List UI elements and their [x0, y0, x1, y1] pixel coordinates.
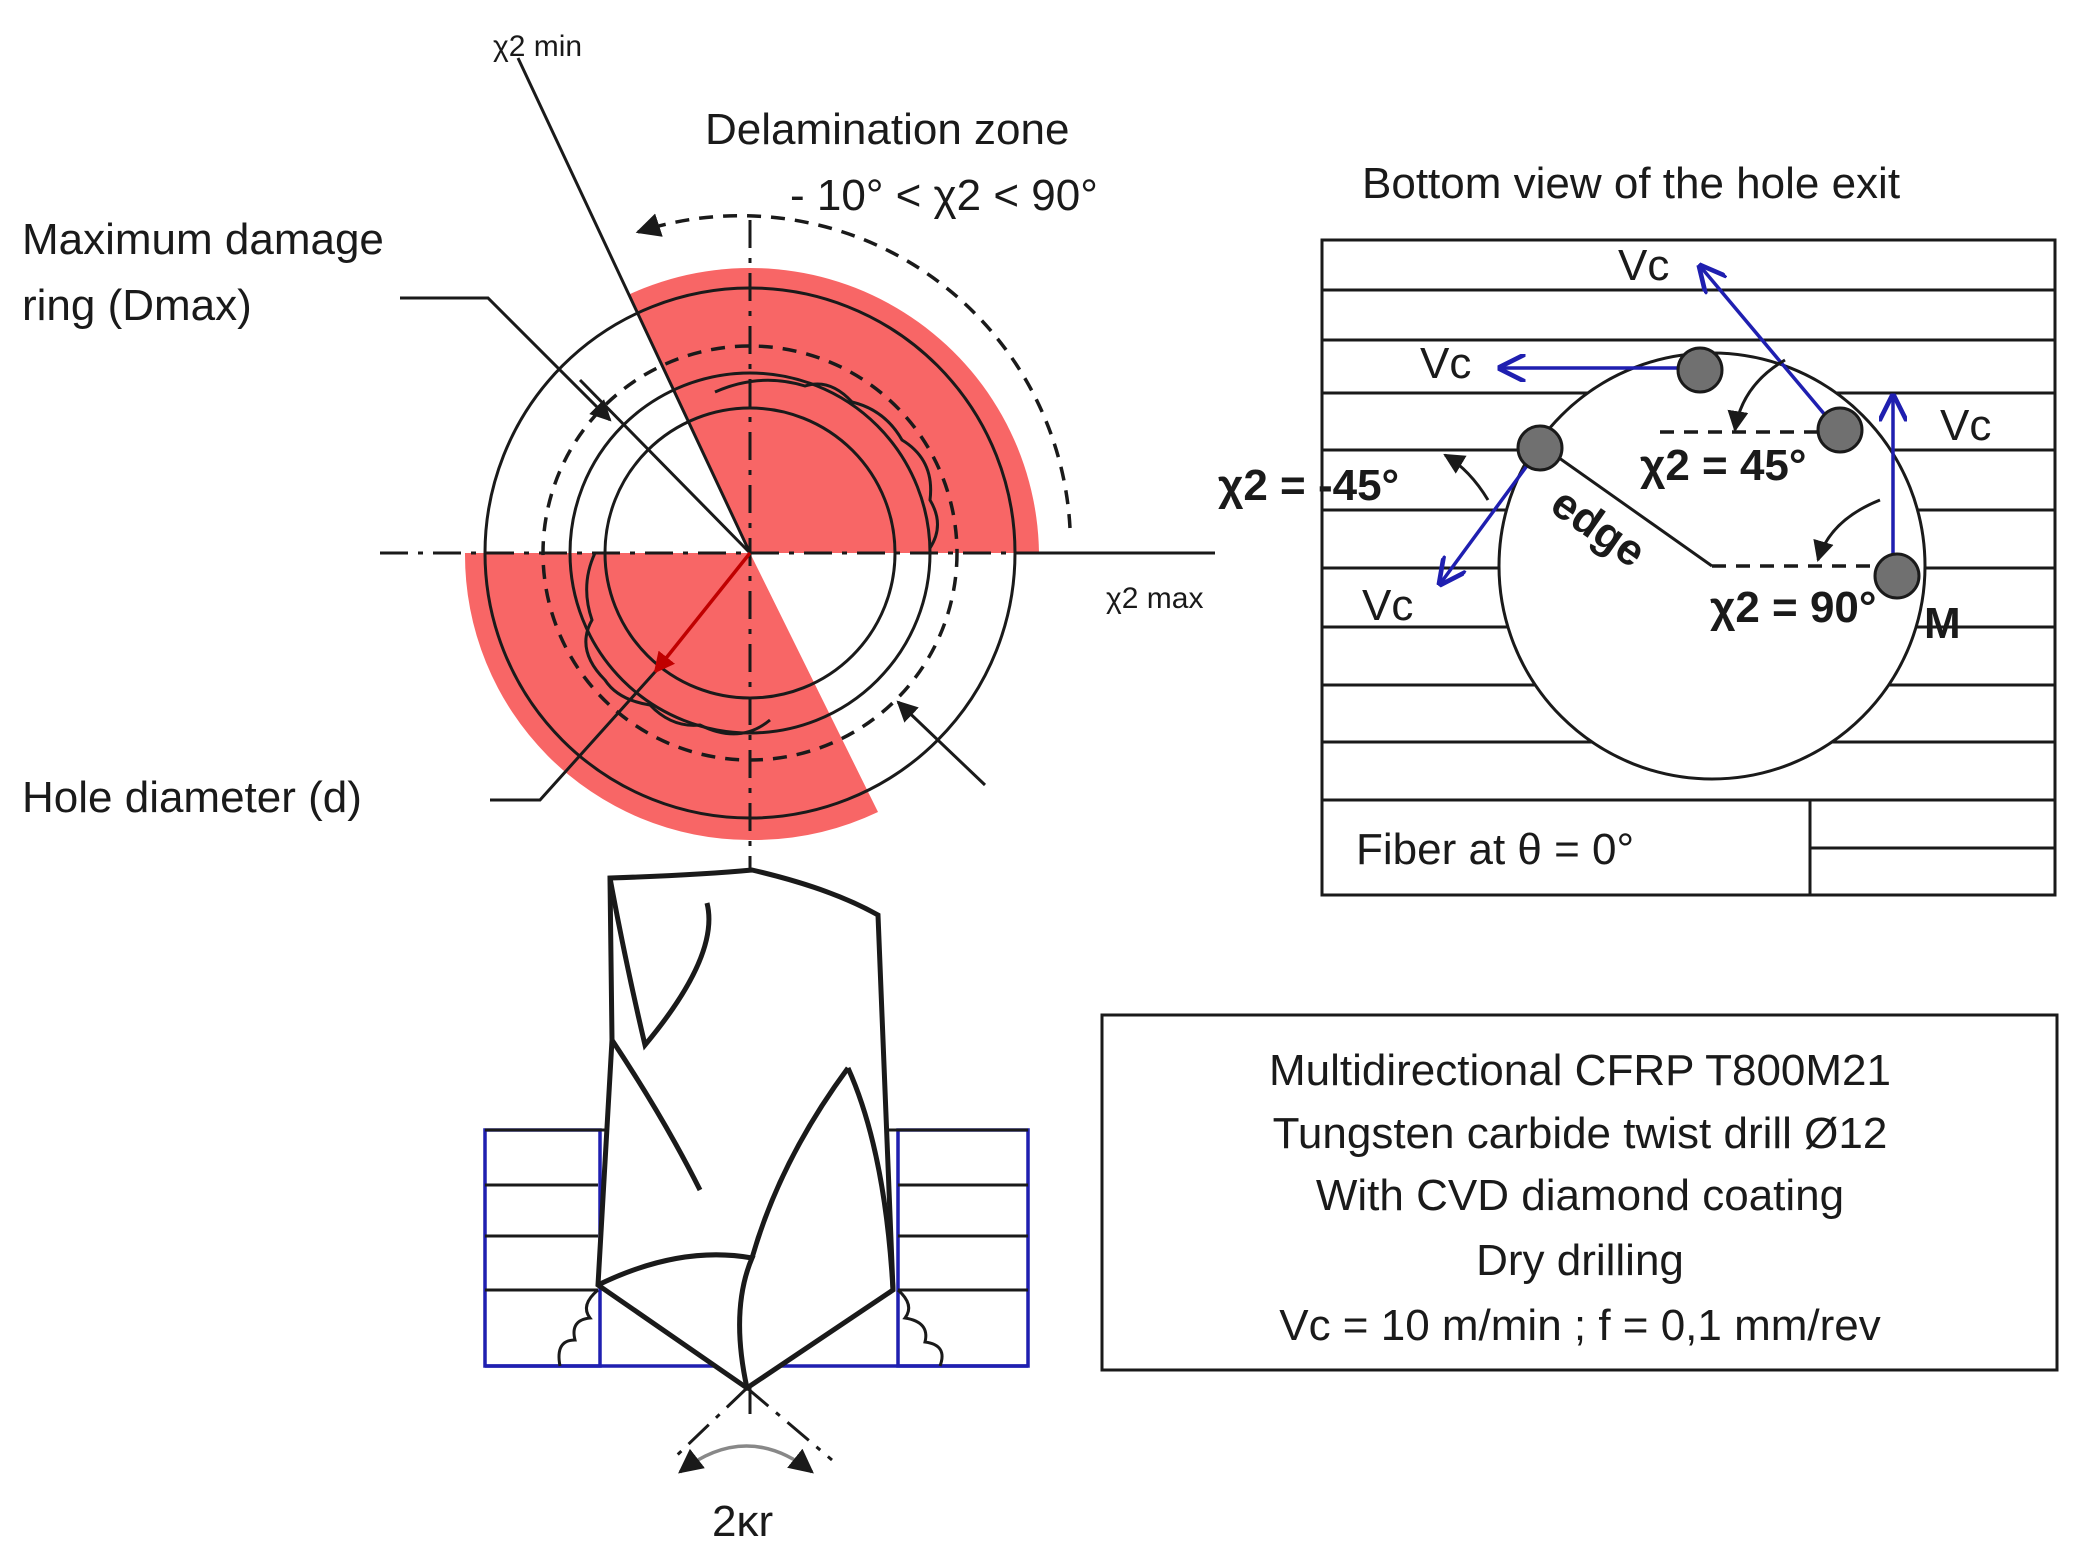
bottom-view-title: Bottom view of the hole exit	[1362, 159, 1900, 208]
info-line-5: Vc = 10 m/min ; f = 0,1 mm/rev	[1279, 1301, 1881, 1350]
cutting-point-top	[1676, 346, 1724, 394]
edge-radius	[1544, 446, 1713, 568]
cutting-point-m	[1873, 552, 1921, 600]
chip-right	[896, 1288, 944, 1367]
fiber-label: Fiber at θ = 0°	[1356, 825, 1634, 874]
vc-vector-top	[1700, 266, 1838, 430]
info-line-1: Multidirectional CFRP T800M21	[1269, 1046, 1891, 1095]
point-angle-line-left	[670, 1386, 749, 1462]
bottom-view: Bottom view of the hole exit Fiber at θ …	[1218, 159, 2057, 897]
chi2-neg45-label: χ2 = -45°	[1218, 461, 1399, 510]
vc-label-left: Vc	[1362, 581, 1413, 630]
fiber-label-box	[1320, 798, 1812, 897]
ply-lines	[485, 1183, 1028, 1292]
cutting-point-neg45	[1516, 424, 1564, 472]
drill-section: 2κr	[483, 867, 1030, 1546]
delamination-arc-arrow	[635, 213, 1072, 529]
drill-flute-4	[845, 1066, 896, 1291]
info-box-frame	[1100, 1013, 2059, 1372]
info-line-2: Tungsten carbide twist drill Ø12	[1273, 1109, 1888, 1158]
point-angle-label: 2κr	[712, 1497, 773, 1546]
damage-sector-upper	[628, 267, 1039, 553]
drill-flute-1	[607, 877, 712, 1051]
damage-ring-pointer-out	[896, 700, 987, 787]
chi2-max-label: χ2 max	[1106, 582, 1203, 615]
angle-arc-45	[1727, 358, 1786, 433]
drill-flute-5	[609, 1038, 703, 1192]
angle-arc-neg45	[1443, 453, 1490, 501]
chi2-90-label: χ2 = 90°	[1710, 583, 1876, 632]
max-damage-leader	[400, 296, 612, 422]
cutting-point-45	[1816, 406, 1864, 454]
vc-label-right: Vc	[1940, 401, 1991, 450]
workpiece-right	[896, 1128, 1030, 1368]
workpiece-left	[483, 1128, 602, 1368]
chip-left	[557, 1288, 599, 1367]
chi2-45-label: χ2 = 45°	[1640, 441, 1806, 490]
hole-diameter-label: Hole diameter (d)	[22, 773, 362, 822]
hole-view: χ2 min χ2 max Delamination zone - 10° < …	[22, 30, 1215, 1420]
drill-flute-3	[749, 1066, 851, 1259]
angle-arc-90	[1813, 498, 1881, 563]
delamination-range: - 10° < χ2 < 90°	[790, 171, 1098, 220]
info-line-4: Dry drilling	[1476, 1236, 1684, 1285]
info-line-3: With CVD diamond coating	[1316, 1171, 1844, 1220]
point-m-label: M	[1924, 599, 1961, 648]
max-damage-label-2: ring (Dmax)	[22, 281, 252, 330]
drill-body	[595, 867, 896, 1392]
chi2-min-line	[516, 57, 752, 554]
max-damage-label-1: Maximum damage	[22, 215, 384, 264]
vc-label-top: Vc	[1618, 241, 1669, 290]
damage-contour	[584, 378, 939, 736]
delamination-title: Delamination zone	[705, 105, 1069, 154]
hole-diameter-arrow	[653, 551, 752, 674]
vc-label-upper-left: Vc	[1420, 339, 1471, 388]
chi2-min-label: χ2 min	[493, 30, 582, 63]
info-box: Multidirectional CFRP T800M21 Tungsten c…	[1100, 1013, 2059, 1372]
point-angle-arc	[678, 1444, 814, 1474]
hole-diameter-leader	[490, 670, 657, 802]
point-angle-line-right	[746, 1386, 833, 1462]
vc-vector-left	[1440, 446, 1542, 584]
drill-flute-2	[596, 1252, 756, 1389]
